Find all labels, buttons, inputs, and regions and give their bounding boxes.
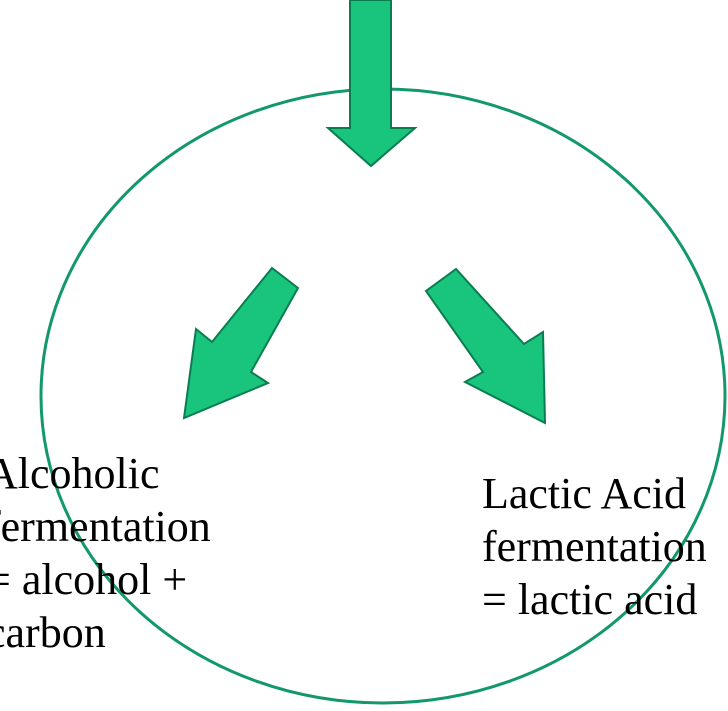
lactic-acid-fermentation-label: Lactic Acid fermentation = lactic acid bbox=[482, 467, 707, 626]
alcoholic-line-4: carbon bbox=[0, 608, 106, 657]
down-right-arrow-icon bbox=[424, 267, 547, 425]
down-left-arrow-icon bbox=[182, 266, 300, 420]
alcoholic-fermentation-label: Alcoholic fermentation = alcohol + carbo… bbox=[0, 447, 211, 659]
alcoholic-line-1: Alcoholic bbox=[0, 449, 160, 498]
alcoholic-line-2: fermentation bbox=[0, 502, 211, 551]
lactic-line-1: Lactic Acid bbox=[482, 469, 687, 518]
alcoholic-line-3: = alcohol + bbox=[0, 555, 188, 604]
lactic-line-3: = lactic acid bbox=[482, 575, 698, 624]
down-arrow-icon bbox=[325, 0, 418, 168]
lactic-line-2: fermentation bbox=[482, 522, 707, 571]
